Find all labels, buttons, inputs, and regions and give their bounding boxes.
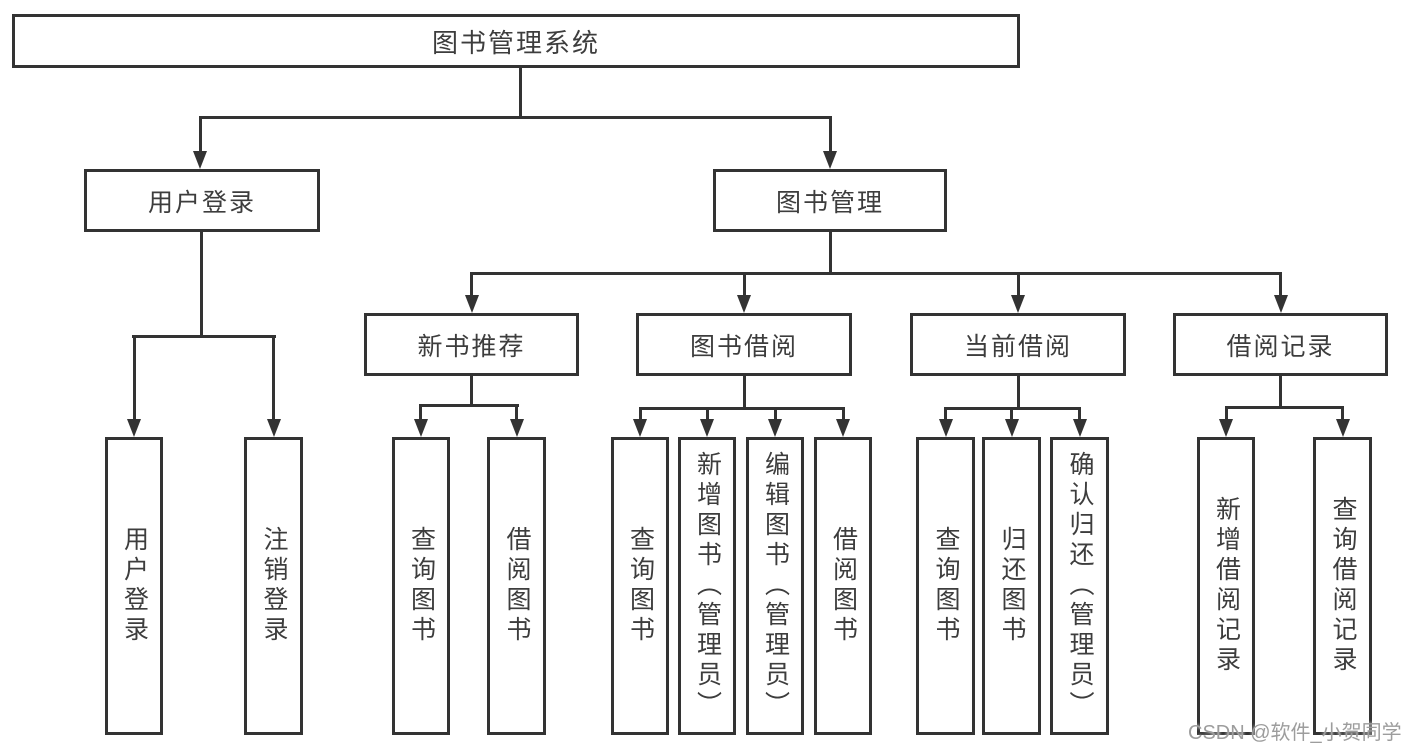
node-label: 查询图书 <box>932 526 960 646</box>
node-label: 归还图书 <box>998 526 1026 646</box>
node-leaf-query-books-current: 查询图书 <box>916 437 975 735</box>
connector-line <box>198 117 202 152</box>
arrow-down-icon <box>266 419 281 437</box>
node-label: 图书管理 <box>775 188 884 217</box>
connector-line <box>470 273 473 296</box>
connector-line <box>1224 407 1228 420</box>
connector-line <box>1078 408 1081 420</box>
node-root-library-system: 图书管理系统 <box>12 14 1020 68</box>
connector-line <box>638 406 845 410</box>
node-label: 查询借阅记录 <box>1329 496 1357 676</box>
arrow-down-icon <box>464 295 479 313</box>
connector-line <box>1016 376 1020 410</box>
connector-line <box>272 336 275 420</box>
connector-line <box>1016 273 1020 296</box>
node-label: 用户登录 <box>147 188 256 217</box>
watermark: CSDN @软件_小贺同学 <box>1188 722 1402 744</box>
connector-line <box>1279 273 1282 296</box>
connector-line <box>419 405 422 420</box>
connector-line <box>470 376 473 407</box>
node-label: 新增图书（管理员） <box>693 451 722 721</box>
connector-line <box>518 68 522 119</box>
arrow-down-icon <box>1072 419 1087 437</box>
arrow-down-icon <box>633 419 647 437</box>
node-leaf-edit-books-admin: 编辑图书（管理员） <box>746 437 804 735</box>
node-book-management: 图书管理 <box>713 169 947 232</box>
arrow-down-icon <box>700 419 714 437</box>
connector-line <box>1224 405 1344 409</box>
arrow-down-icon <box>1219 419 1233 437</box>
connector-line <box>828 232 832 275</box>
connector-line <box>944 408 947 420</box>
connector-line <box>515 405 518 420</box>
arrow-down-icon <box>737 295 751 313</box>
node-leaf-return-books: 归还图书 <box>982 437 1041 735</box>
arrow-down-icon <box>127 419 141 437</box>
node-leaf-logout: 注销登录 <box>244 437 303 735</box>
node-label: 查询图书 <box>626 526 655 646</box>
connector-line <box>1010 408 1013 420</box>
connector-line <box>132 336 136 420</box>
node-label: 新书推荐 <box>417 332 526 361</box>
node-user-login: 用户登录 <box>84 169 320 232</box>
connector-line <box>198 115 832 119</box>
node-label: 借阅记录 <box>1226 332 1335 361</box>
node-label: 当前借阅 <box>963 332 1072 361</box>
arrow-down-icon <box>836 419 850 437</box>
node-label: 借阅图书 <box>829 526 858 646</box>
node-label: 图书管理系统 <box>431 27 600 58</box>
node-leaf-query-books-borrowing: 查询图书 <box>611 437 669 735</box>
node-borrow-records: 借阅记录 <box>1173 313 1388 376</box>
node-current-borrowing: 当前借阅 <box>910 313 1126 376</box>
node-leaf-borrow-books: 借阅图书 <box>814 437 872 735</box>
node-leaf-query-borrow-record: 查询借阅记录 <box>1313 437 1372 735</box>
connector-line <box>742 376 746 410</box>
node-label: 确认归还（管理员） <box>1066 451 1094 721</box>
arrow-down-icon <box>1004 419 1019 437</box>
connector-line <box>131 334 276 338</box>
arrow-down-icon <box>938 419 953 437</box>
connector-line <box>199 232 203 338</box>
node-leaf-borrow-books-recommend: 借阅图书 <box>487 437 546 735</box>
node-label: 图书借阅 <box>689 332 798 361</box>
connector-line <box>841 408 845 420</box>
node-label: 注销登录 <box>260 526 288 646</box>
connector-line <box>773 408 777 420</box>
connector-line <box>828 117 832 152</box>
arrow-down-icon <box>1335 419 1350 437</box>
node-label: 借阅图书 <box>503 526 531 646</box>
node-leaf-confirm-return-admin: 确认归还（管理员） <box>1050 437 1109 735</box>
node-label: 编辑图书（管理员） <box>761 451 790 721</box>
connector-line <box>705 408 709 420</box>
connector-line <box>1341 407 1344 420</box>
node-book-borrowing: 图书借阅 <box>636 313 852 376</box>
arrow-down-icon <box>1273 295 1288 313</box>
node-label: 新增借阅记录 <box>1212 496 1241 676</box>
connector-line <box>1279 376 1282 409</box>
node-label: 查询图书 <box>407 526 436 646</box>
arrow-down-icon <box>509 419 524 437</box>
arrow-down-icon <box>1011 295 1025 313</box>
arrow-down-icon <box>823 151 837 169</box>
node-leaf-query-books-recommend: 查询图书 <box>392 437 450 735</box>
connector-line <box>742 273 746 296</box>
arrow-down-icon <box>768 419 782 437</box>
node-label: 用户登录 <box>120 526 149 646</box>
arrow-down-icon <box>413 419 428 437</box>
node-new-book-recommend: 新书推荐 <box>364 313 579 376</box>
node-leaf-add-borrow-record: 新增借阅记录 <box>1197 437 1255 735</box>
node-leaf-user-login: 用户登录 <box>105 437 163 735</box>
connector-line <box>638 408 642 420</box>
node-leaf-add-books-admin: 新增图书（管理员） <box>678 437 736 735</box>
connector-line <box>470 271 1282 275</box>
arrow-down-icon <box>193 151 207 169</box>
connector-line <box>419 403 519 407</box>
